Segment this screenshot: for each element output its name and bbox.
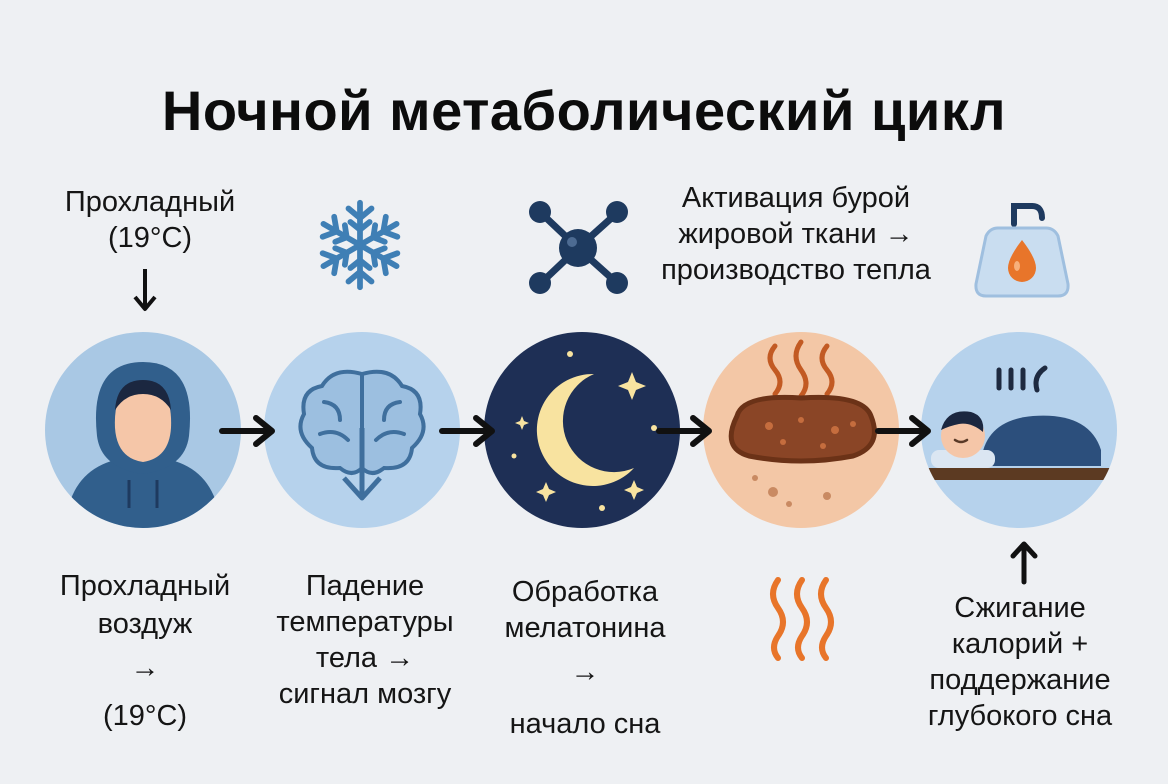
step-2-bottom-label: Падение температуры тела → сигнал мозгу	[276, 570, 454, 710]
moon-circle	[484, 332, 680, 528]
person-hoodie-circle	[45, 332, 241, 528]
brain-circle	[264, 332, 460, 528]
sleeping-person-circle	[921, 332, 1117, 528]
arrow-down-icon	[130, 265, 160, 315]
arrow-up-icon	[1009, 540, 1039, 586]
arrow-right-icon	[874, 413, 934, 449]
step-1-top-label: Прохладный (19°C)	[64, 186, 236, 254]
sleeping-person-icon	[921, 365, 1117, 480]
molecule-icon	[525, 197, 631, 299]
fat-drop-weight-icon	[972, 196, 1072, 300]
step-4-top-label: Активация бурой жировой ткани → производ…	[661, 182, 931, 286]
heat-waves-icon	[764, 572, 840, 664]
page-title: Ночной метаболический цикл	[161, 79, 1007, 142]
snowflake-icon	[312, 195, 408, 295]
step-5-bottom-label: Сжигание калорий + поддержание глубокого…	[927, 592, 1113, 732]
brain-down-arrow-icon	[298, 369, 426, 501]
person-hoodie-icon	[65, 362, 221, 528]
step-1-bottom-label: Прохладный воздуж → (19°C)	[59, 570, 231, 732]
step-3-bottom-label: Обработка мелатонина → начало сна	[504, 576, 666, 740]
brown-fat-cell-icon	[728, 339, 877, 507]
arrow-right-icon	[438, 413, 498, 449]
brown-fat-circle	[703, 332, 899, 528]
moon-stars-icon	[511, 351, 657, 511]
arrow-right-icon	[218, 413, 278, 449]
arrow-right-icon	[655, 413, 715, 449]
